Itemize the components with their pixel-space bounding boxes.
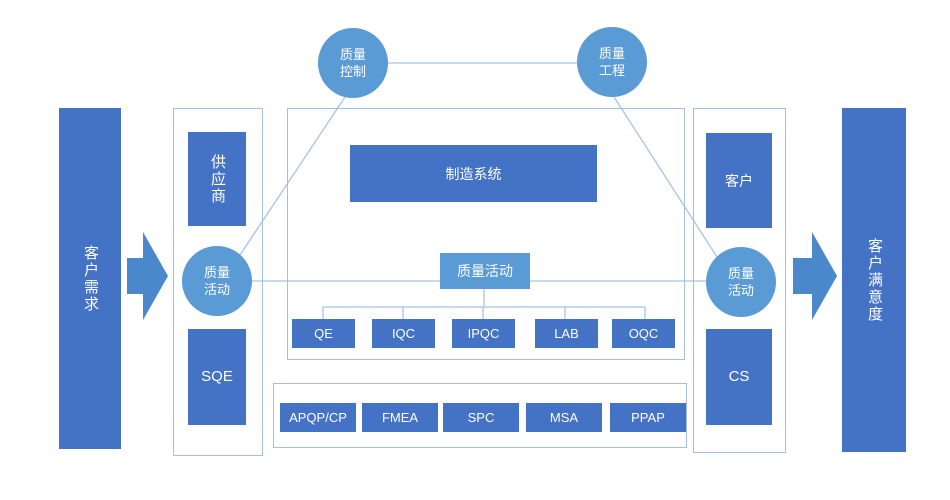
connector-engineering-customer-activity (613, 96, 720, 261)
dept-box-qe: QE (292, 319, 355, 348)
cs-box: CS (706, 329, 772, 425)
tool-box-spc: SPC (443, 403, 519, 432)
customer-needs-label: 客户需求 (82, 244, 99, 313)
tool-label-fmea: FMEA (381, 409, 419, 425)
dept-label-qe: QE (314, 325, 333, 341)
tool-label-msa: MSA (549, 409, 579, 425)
tool-label-ppap: PPAP (631, 409, 665, 425)
tool-box-apqp-cp: APQP/CP (280, 403, 356, 432)
customer-activity-circle: 质量 活动 (706, 247, 776, 317)
quality-activity-label-box: 质量活动 (440, 253, 530, 289)
supplier-label: 供应商 (209, 153, 226, 205)
tool-label-apqp-cp: APQP/CP (289, 409, 347, 425)
dept-box-oqc: OQC (612, 319, 675, 348)
quality-engineering-circle: 质量 工程 (577, 27, 647, 97)
customer-box: 客户 (706, 133, 772, 228)
dept-label-ipqc: IPQC (467, 325, 500, 341)
dept-label-oqc: OQC (628, 325, 659, 341)
dept-box-iqc: IQC (372, 319, 435, 348)
tool-label-spc: SPC (467, 409, 495, 425)
quality-engineering-label: 质量 工程 (598, 46, 625, 78)
supplier-activity-label: 质量 活动 (203, 265, 230, 297)
dept-label-iqc: IQC (391, 325, 416, 341)
quality-control-circle: 质量 控制 (318, 28, 388, 98)
supplier-box: 供应商 (188, 132, 246, 226)
tool-box-ppap: PPAP (610, 403, 686, 432)
manufacturing-system-box: 制造系统 (350, 145, 597, 202)
quality-activity-label: 质量活动 (457, 263, 513, 279)
tool-box-fmea: FMEA (362, 403, 438, 432)
manufacturing-system-label: 制造系统 (445, 165, 502, 182)
supplier-activity-circle: 质量 活动 (182, 246, 252, 316)
tools-panel (273, 383, 687, 448)
tool-box-msa: MSA (526, 403, 602, 432)
sqe-label: SQE (201, 368, 233, 385)
dept-label-lab: LAB (554, 325, 579, 341)
right-flow-arrow-icon (793, 232, 837, 320)
supplier-panel (173, 108, 263, 456)
quality-control-label: 质量 控制 (339, 47, 366, 79)
connector-control-supplier-activity (239, 96, 346, 256)
customer-satisfaction-bar: 客户满意度 (842, 108, 906, 452)
sqe-box: SQE (188, 329, 246, 425)
manufacturing-panel (287, 108, 685, 360)
cs-label: CS (728, 368, 750, 385)
dept-box-ipqc: IPQC (452, 319, 515, 348)
customer-label: 客户 (725, 172, 753, 189)
left-flow-arrow-icon (127, 232, 168, 320)
customer-activity-label: 质量 活动 (727, 266, 754, 298)
customer-panel (693, 108, 786, 453)
customer-needs-bar: 客户需求 (59, 108, 121, 449)
customer-satisfaction-label: 客户满意度 (866, 237, 883, 323)
dept-box-lab: LAB (535, 319, 598, 348)
